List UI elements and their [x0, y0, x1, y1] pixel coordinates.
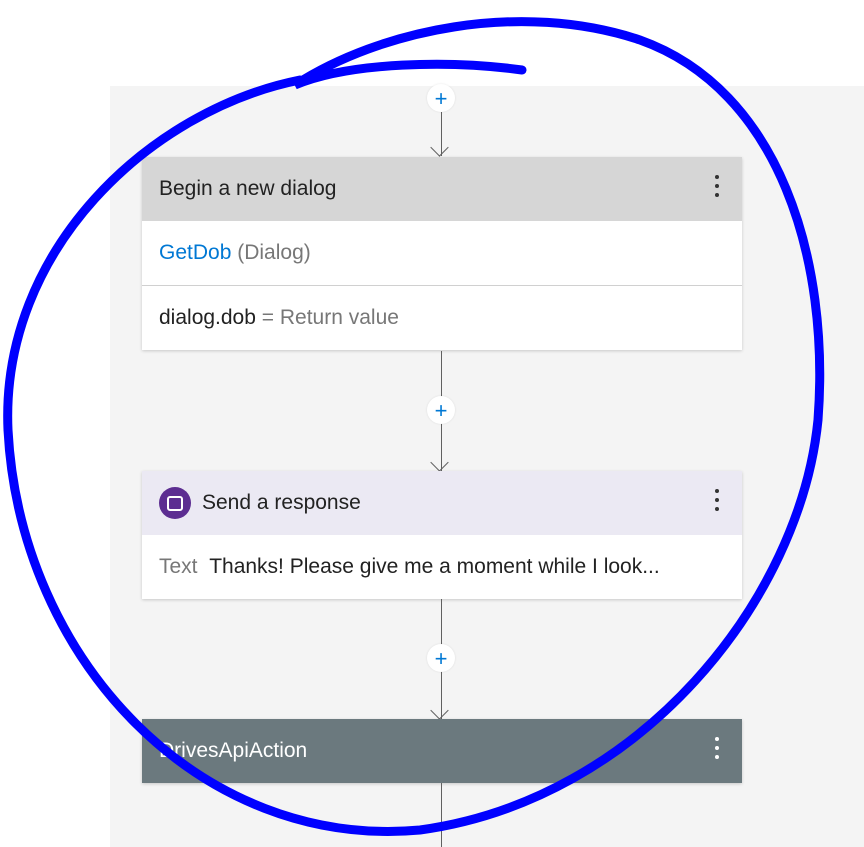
assign-value: = Return value [261, 306, 399, 329]
card-title: Send a response [202, 491, 361, 514]
dialog-type: (Dialog) [237, 241, 311, 264]
card-title: Begin a new dialog [159, 177, 337, 200]
send-response-card[interactable]: Send a response Text Thanks! Please give… [142, 471, 742, 599]
bot-icon [159, 487, 191, 519]
more-options-icon[interactable] [714, 175, 720, 197]
dialog-link[interactable]: GetDob [159, 241, 232, 264]
text-label: Text [159, 555, 198, 578]
add-action-button[interactable]: + [427, 84, 455, 112]
response-text: Thanks! Please give me a moment while I … [209, 555, 660, 578]
card-title: DrivesApiAction [159, 739, 308, 762]
more-options-icon[interactable] [714, 737, 720, 759]
more-options-icon[interactable] [714, 489, 720, 511]
connector [441, 112, 442, 156]
property-name: dialog.dob [159, 306, 256, 329]
begin-dialog-card[interactable]: Begin a new dialog GetDob (Dialog) dialo… [142, 157, 742, 350]
add-action-button[interactable]: + [427, 644, 455, 672]
add-action-button[interactable]: + [427, 396, 455, 424]
connector [441, 783, 442, 847]
